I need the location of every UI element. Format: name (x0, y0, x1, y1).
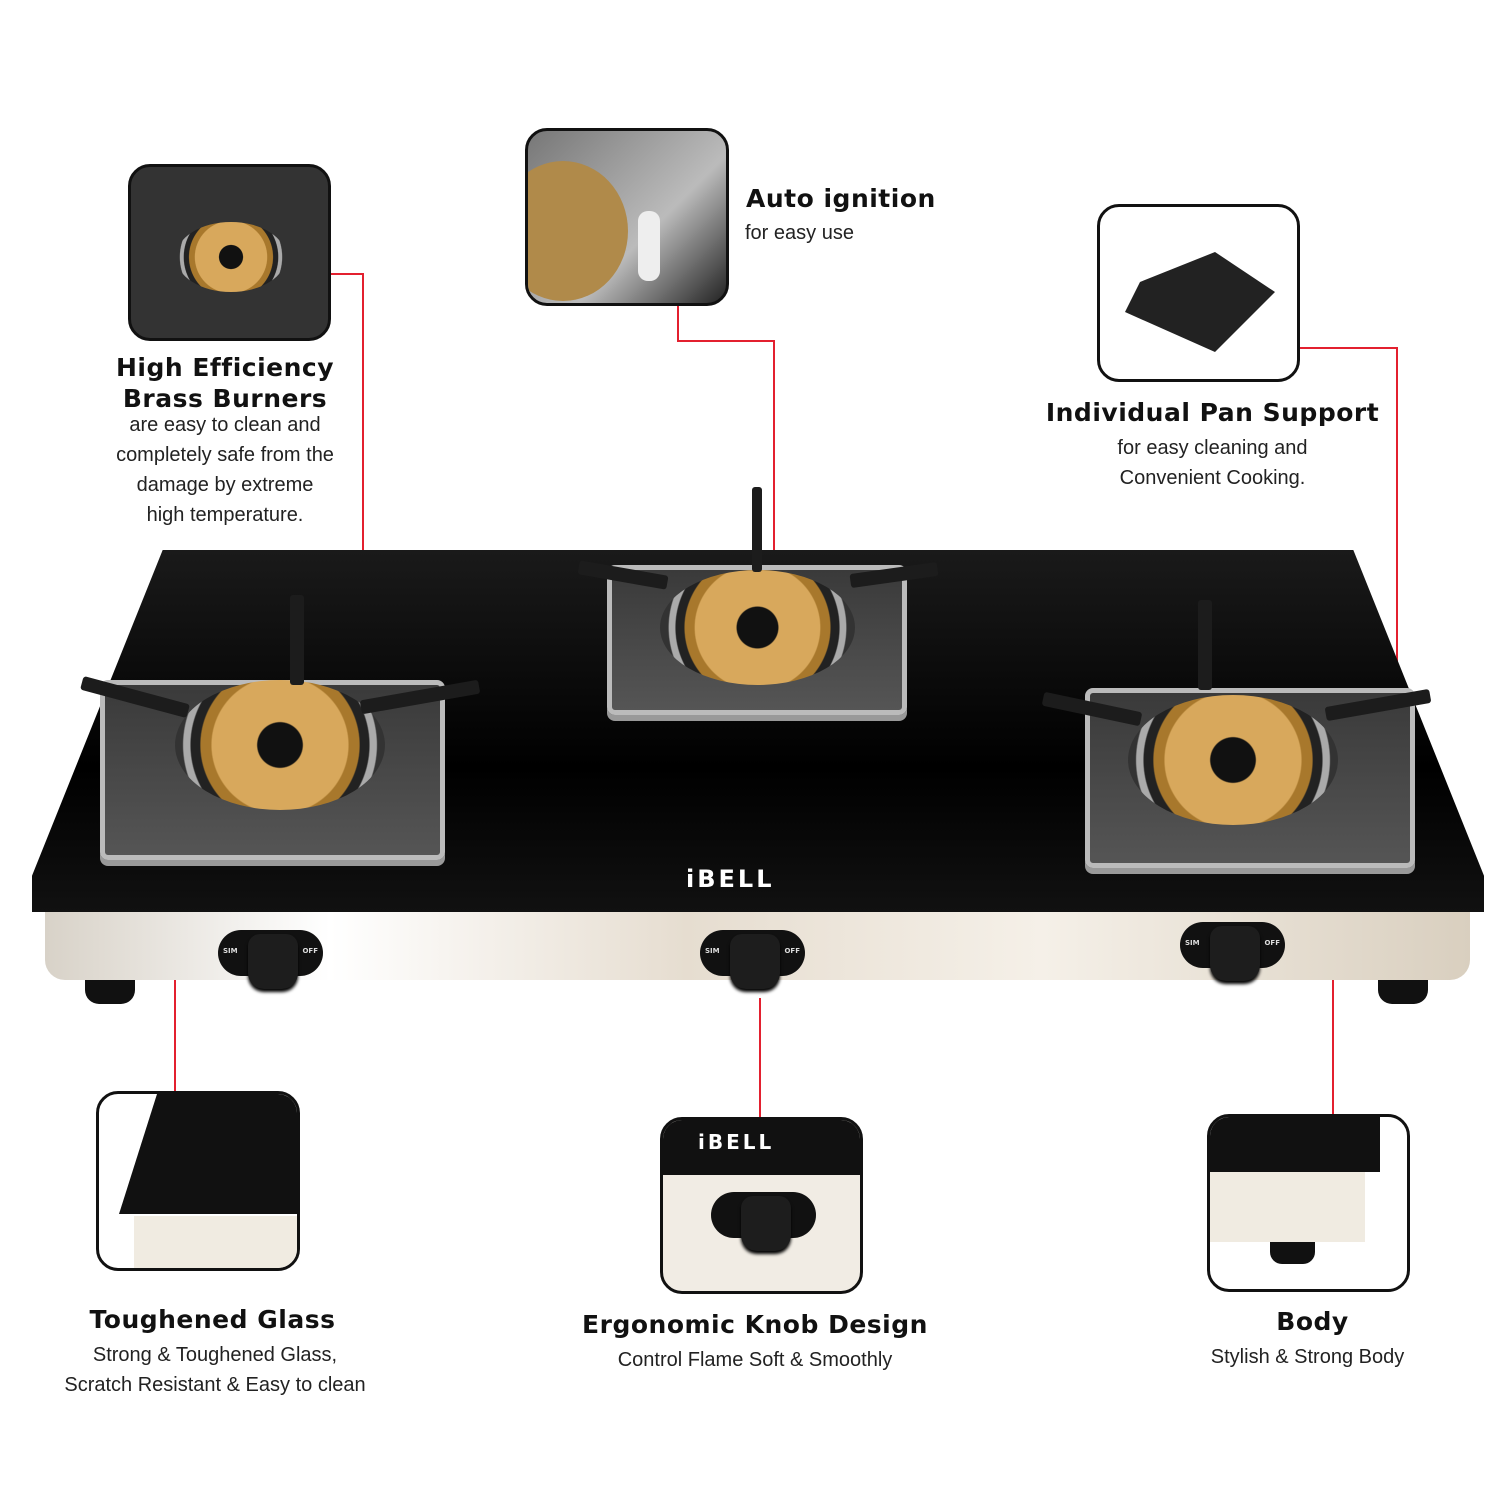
feature-desc: Control Flame Soft & Smoothly (617, 1349, 893, 1371)
leader-line (362, 273, 364, 713)
feature-title: Auto ignition (746, 184, 936, 213)
body-thumbnail (1207, 1114, 1410, 1292)
brand-logo: iBELL (686, 865, 775, 893)
leader-line (330, 273, 364, 275)
leader-line (174, 898, 176, 1093)
leader-line (773, 340, 775, 572)
feature-desc: for easy use (745, 222, 854, 244)
auto-ignition-thumbnail (525, 128, 729, 306)
brass-burner-center (660, 570, 855, 685)
leader-line (1300, 347, 1398, 349)
feature-desc: Strong & Toughened Glass,Scratch Resista… (64, 1344, 366, 1396)
leader-line (759, 998, 761, 1118)
leader-line (677, 340, 775, 342)
feature-desc: Stylish & Strong Body (1210, 1346, 1405, 1368)
leader-line (1396, 347, 1398, 699)
brass-burner-left (175, 680, 385, 810)
feature-title: Body (1276, 1307, 1349, 1336)
leader-line (677, 305, 679, 342)
feature-title: Individual Pan Support (1045, 398, 1380, 427)
feature-title: Toughened Glass (89, 1305, 336, 1334)
pan-support-thumbnail (1097, 204, 1300, 382)
knob-thumbnail: iBELL (660, 1117, 863, 1294)
brass-burner-right (1128, 695, 1338, 825)
brass-burner-thumbnail (128, 164, 331, 341)
toughened-glass-thumbnail (96, 1091, 300, 1271)
leader-line (1332, 978, 1334, 1116)
feature-title: Ergonomic Knob Design (582, 1310, 928, 1339)
